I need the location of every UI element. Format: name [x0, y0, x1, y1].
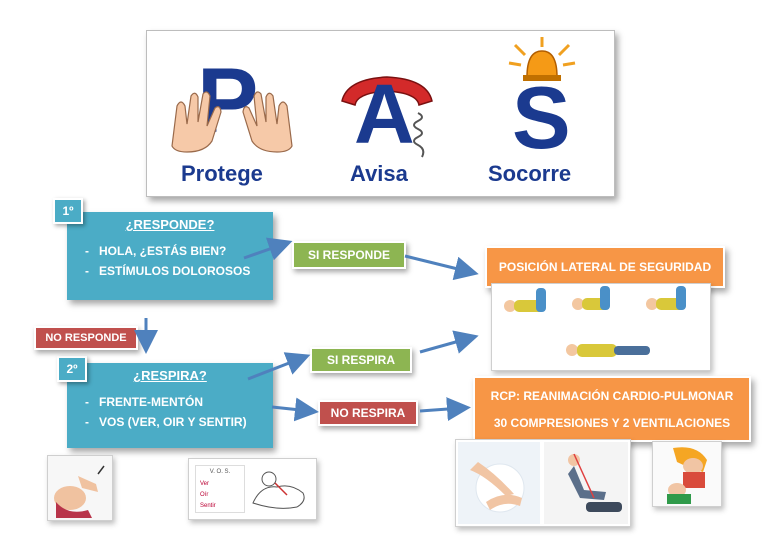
recovery-position-illustration: [491, 283, 711, 371]
si-responde-tag: SI RESPONDE: [292, 241, 406, 269]
arrow-step1-to-si-responde: [243, 237, 293, 261]
step2-item: - VOS (VER, OIR Y SENTIR): [85, 415, 247, 429]
vos-card-line: Oír: [200, 492, 209, 498]
step1-box: ¿RESPONDE? - HOLA, ¿ESTÁS BIEN? - ESTÍMU…: [67, 212, 273, 300]
socorre-logo: S Socorre: [482, 37, 602, 192]
vos-card-line: Sentir: [200, 503, 216, 509]
rcp-detail: 30 COMPRESIONES Y 2 VENTILACIONES: [493, 416, 731, 430]
telephone-icon: [341, 76, 433, 106]
rescue-breath-photo: [652, 441, 722, 507]
arrow-si-respira-to-pls: [419, 330, 479, 354]
vos-card: V. O. S. Ver Oír Sentir: [195, 465, 245, 513]
no-respira-tag: NO RESPIRA: [318, 400, 418, 426]
vos-photo: V. O. S. Ver Oír Sentir: [188, 458, 317, 520]
arrow-step2-to-no-respira: [271, 397, 319, 422]
head-tilt-icon: [48, 456, 112, 520]
hands-icon: [171, 91, 293, 153]
pas-logo-panel: P Protege A Avisa S Socorre: [146, 30, 615, 197]
logo-letter-a: A: [354, 67, 415, 161]
step2-item: - FRENTE-MENTÓN: [85, 395, 203, 409]
step2-box: ¿RESPIRA? - FRENTE-MENTÓN - VOS (VER, OI…: [67, 363, 273, 448]
step1-item: - ESTÍMULOS DOLOROSOS: [85, 264, 251, 278]
arrow-si-responde-to-pls: [404, 254, 479, 281]
vos-card-line: Ver: [200, 481, 210, 487]
no-responde-tag: NO RESPONDE: [34, 326, 138, 350]
step1-question: ¿RESPONDE?: [125, 217, 215, 232]
head-tilt-photo: [47, 455, 113, 521]
step2-question: ¿RESPIRA?: [133, 368, 207, 383]
logo-word-socorre: Socorre: [488, 161, 572, 186]
cpr-compressions-icon: [458, 442, 628, 524]
vos-card-title: V. O. S.: [209, 469, 231, 475]
logo-letter-s: S: [512, 68, 571, 167]
step2-number: 2º: [57, 356, 87, 382]
rcp-title: RCP: REANIMACIÓN CARDIO-PULMONAR: [490, 389, 734, 403]
step1-item: - HOLA, ¿ESTÁS BIEN?: [85, 244, 227, 258]
arrow-no-respira-to-rcp: [419, 397, 471, 422]
logo-word-avisa: Avisa: [350, 161, 408, 186]
arrow-step2-to-si-respira: [247, 352, 311, 381]
avisa-logo: A Avisa: [332, 41, 442, 191]
rescue-breath-icon: [653, 442, 721, 506]
pls-box: POSICIÓN LATERAL DE SEGURIDAD: [485, 246, 725, 288]
listen-breath-icon: [252, 471, 305, 509]
step1-number: 1º: [53, 198, 83, 224]
siren-icon: [508, 37, 576, 81]
recovery-position-icon: [504, 286, 686, 357]
protege-logo: P Protege: [167, 41, 297, 191]
pls-label: POSICIÓN LATERAL DE SEGURIDAD: [498, 260, 712, 274]
si-respira-tag: SI RESPIRA: [310, 347, 412, 373]
logo-word-protege: Protege: [181, 161, 263, 186]
phone-cord-icon: [413, 112, 425, 158]
cpr-compressions-photo: [455, 439, 631, 527]
